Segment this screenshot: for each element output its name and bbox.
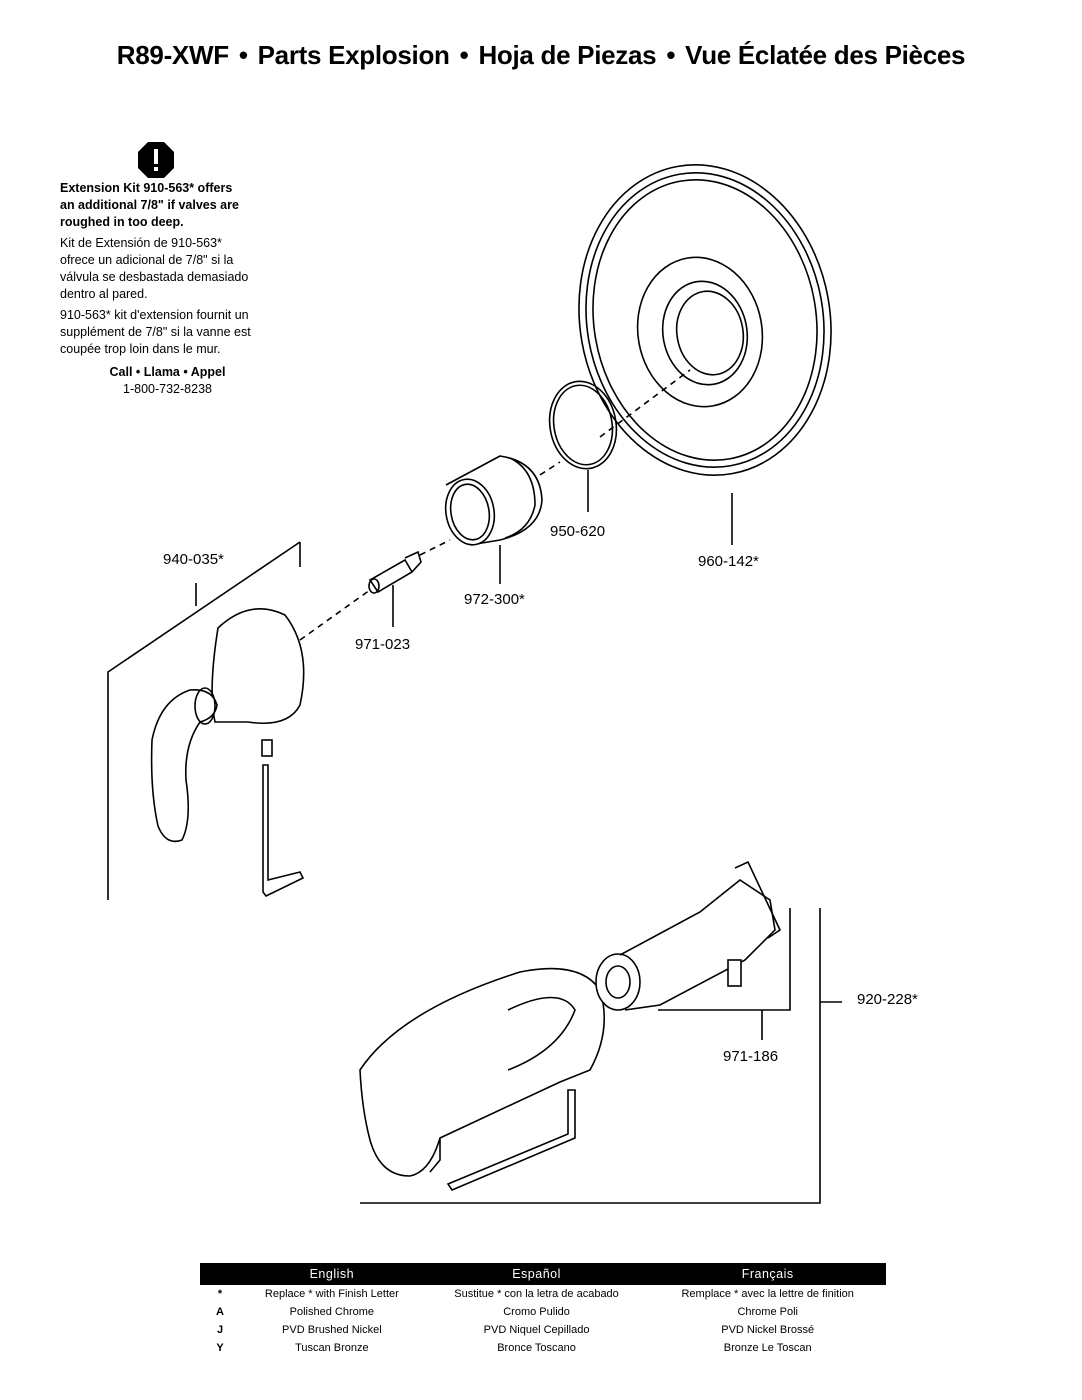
part-label-971-186: 971-186 <box>723 1048 779 1065</box>
tub-spout <box>359 967 605 1191</box>
bracket-971-186 <box>658 908 791 1040</box>
escutcheon-plate <box>578 164 832 476</box>
call-label: Call • Llama • Appel <box>109 365 226 379</box>
part-label-972-300: 972-300* <box>464 591 525 608</box>
legend-header-french: Français <box>649 1263 886 1285</box>
call-info: Call • Llama • Appel 1-800-732-8238 <box>60 364 275 398</box>
legend-header-english: English <box>240 1263 424 1285</box>
part-label-950-620: 950-620 <box>550 523 606 540</box>
exclamation-octagon-icon <box>138 142 174 178</box>
part-label-920-228: 920-228* <box>857 991 918 1008</box>
note-english: Extension Kit 910-563* offers an additio… <box>60 181 239 229</box>
o-ring <box>548 380 618 470</box>
table-row: J PVD Brushed Nickel PVD Niquel Cepillad… <box>216 1324 815 1336</box>
table-row: A Polished Chrome Cromo Pulido Chrome Po… <box>216 1306 798 1318</box>
bracket-920 <box>360 908 842 1204</box>
parts-explosion-drawing <box>107 164 842 1204</box>
table-row: * Replace * with Finish Letter Sustitue … <box>217 1288 854 1300</box>
part-label-940-035: 940-035* <box>163 551 224 568</box>
legend-header-spanish: Español <box>423 1263 650 1285</box>
note-french: 910-563* kit d'extension fournit un supp… <box>60 308 251 356</box>
spout-adapter <box>595 860 782 1011</box>
lever-handle <box>150 608 305 898</box>
part-label-971-023: 971-023 <box>355 636 411 653</box>
title-english: Parts Explosion <box>257 40 450 70</box>
title-spanish: Hoja de Piezas <box>478 40 657 70</box>
model-number: R89-XWF <box>116 40 229 70</box>
finish-legend-table: English Español Français * Replace * wit… <box>200 1263 886 1357</box>
title-french: Vue Éclatée des Pièces <box>685 40 966 70</box>
phone-number: 1-800-732-8238 <box>123 382 212 396</box>
extension-kit-note: Extension Kit 910-563* offers an additio… <box>60 180 275 398</box>
adapter-pin <box>368 550 422 594</box>
legend-header-row: English Español Français <box>200 1263 886 1285</box>
part-label-960-142: 960-142* <box>698 553 759 570</box>
table-row: Y Tuscan Bronze Bronce Toscano Bronze Le… <box>216 1342 812 1354</box>
note-spanish: Kit de Extensión de 910-563* ofrece un a… <box>60 236 249 301</box>
page-title: R89-XWF•Parts Explosion•Hoja de Piezas•V… <box>116 40 966 70</box>
threaded-sleeve <box>444 455 543 546</box>
bracket-940 <box>107 541 301 900</box>
